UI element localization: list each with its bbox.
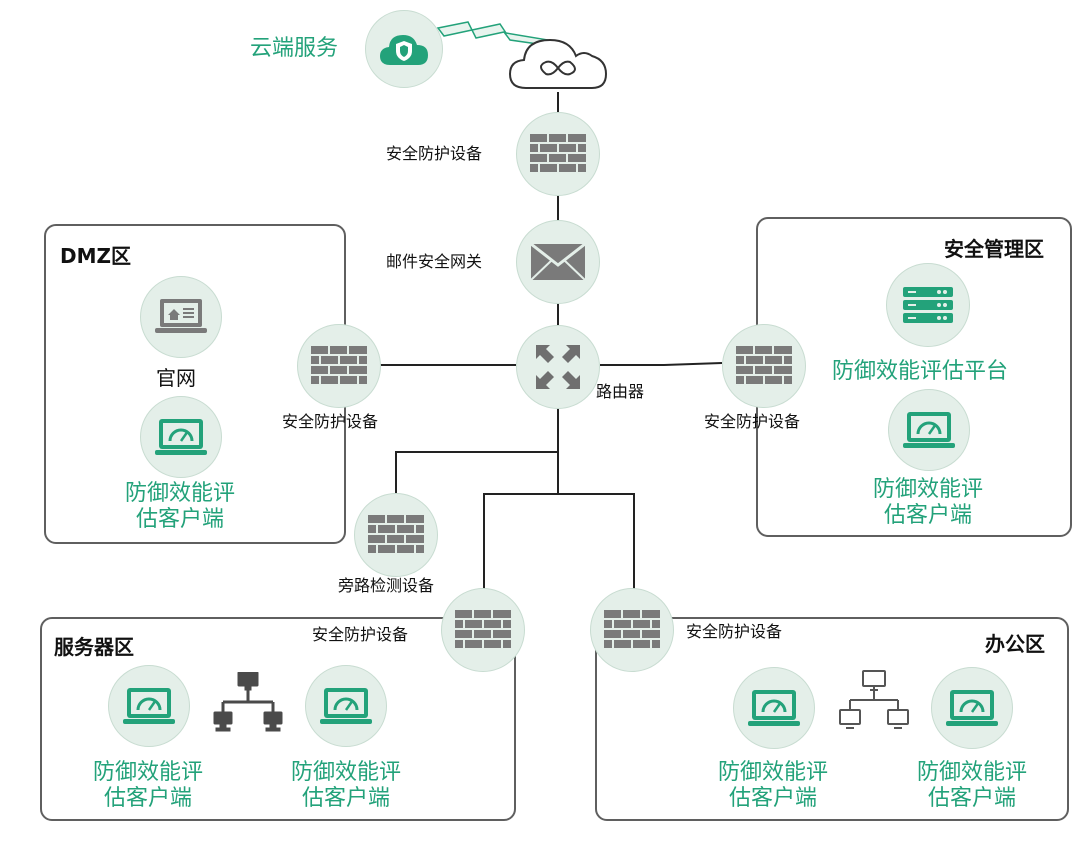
assessment-platform-label: 防御效能评估平台 — [832, 359, 1009, 384]
mgmt-client-label: 防御效能评 估客户端 — [858, 477, 998, 529]
mail-gateway-label: 邮件安全网关 — [386, 252, 483, 271]
cloud-service-node — [365, 10, 443, 88]
server-client-label-1: 防御效能评 估客户端 — [78, 760, 218, 812]
server-rack-icon — [903, 287, 953, 323]
mgmt-firewall-label: 安全防护设备 — [704, 412, 801, 431]
dmz-zone — [44, 224, 346, 544]
office-client-label-1-line2: 估客户端 — [728, 786, 817, 811]
dmz-firewall-node — [297, 324, 381, 408]
mgmt-client-label-line1: 防御效能评 — [872, 477, 983, 502]
server-client-label-2-line1: 防御效能评 — [290, 760, 401, 785]
top-firewall-node — [516, 112, 600, 196]
website-label: 官网 — [156, 366, 196, 390]
server-client-label-2-line2: 估客户端 — [301, 786, 390, 811]
firewall-icon — [311, 346, 367, 384]
office-zone-firewall-node — [590, 588, 674, 672]
dmz-zone-title: DMZ区 — [60, 244, 132, 268]
network-tree-icon — [213, 672, 283, 732]
monitor-gauge-icon — [320, 688, 372, 724]
dmz-client-label-line1: 防御效能评 — [124, 481, 235, 506]
office-client-node-1 — [733, 667, 815, 749]
dmz-client-label-line2: 估客户端 — [135, 507, 224, 532]
router-node — [516, 325, 600, 409]
bypass-detection-label: 旁路检测设备 — [338, 576, 435, 595]
router-icon — [536, 345, 580, 389]
top-firewall-label: 安全防护设备 — [386, 144, 483, 163]
website-icon — [155, 299, 207, 333]
monitor-gauge-icon — [946, 690, 998, 726]
server-client-label-2: 防御效能评 估客户端 — [276, 760, 416, 812]
firewall-icon — [455, 610, 511, 648]
dmz-client-label: 防御效能评 估客户端 — [110, 481, 250, 533]
monitor-gauge-icon — [123, 688, 175, 724]
office-client-label-2-line1: 防御效能评 — [916, 760, 1027, 785]
mail-gateway-node — [516, 220, 600, 304]
dmz-client-node — [140, 396, 222, 478]
monitor-gauge-icon — [748, 690, 800, 726]
security-management-zone-title: 安全管理区 — [944, 237, 1044, 261]
firewall-icon — [530, 134, 586, 172]
server-zone-firewall-node — [441, 588, 525, 672]
office-client-label-1: 防御效能评 估客户端 — [703, 760, 843, 812]
server-zone-firewall-label: 安全防护设备 — [312, 625, 409, 644]
cloud-service-label: 云端服务 — [250, 36, 339, 61]
router-label: 路由器 — [596, 382, 645, 401]
network-tree-icon — [839, 670, 909, 729]
monitor-gauge-icon — [155, 419, 207, 455]
office-client-label-2-line2: 估客户端 — [927, 786, 1016, 811]
firewall-icon — [736, 346, 792, 384]
office-client-label-1-line1: 防御效能评 — [717, 760, 828, 785]
monitor-gauge-icon — [903, 412, 955, 448]
mgmt-client-label-line2: 估客户端 — [883, 503, 972, 528]
bypass-detection-node — [354, 493, 438, 577]
office-zone-title: 办公区 — [985, 632, 1045, 656]
dmz-firewall-label: 安全防护设备 — [282, 412, 379, 431]
server-client-label-1-line1: 防御效能评 — [92, 760, 203, 785]
firewall-icon — [604, 610, 660, 648]
office-zone-firewall-label: 安全防护设备 — [686, 622, 783, 641]
mgmt-client-node — [888, 389, 970, 471]
office-client-node-2 — [931, 667, 1013, 749]
website-node — [140, 276, 222, 358]
mail-icon — [530, 243, 586, 281]
cloud-infinity-icon — [508, 38, 608, 89]
server-zone-title: 服务器区 — [54, 635, 134, 659]
server-client-node-1 — [108, 665, 190, 747]
cloud-shield-icon — [380, 35, 428, 65]
assessment-platform-node — [886, 263, 970, 347]
mgmt-firewall-node — [722, 324, 806, 408]
firewall-icon — [368, 515, 424, 553]
server-client-node-2 — [305, 665, 387, 747]
office-client-label-2: 防御效能评 估客户端 — [902, 760, 1042, 812]
server-client-label-1-line2: 估客户端 — [103, 786, 192, 811]
